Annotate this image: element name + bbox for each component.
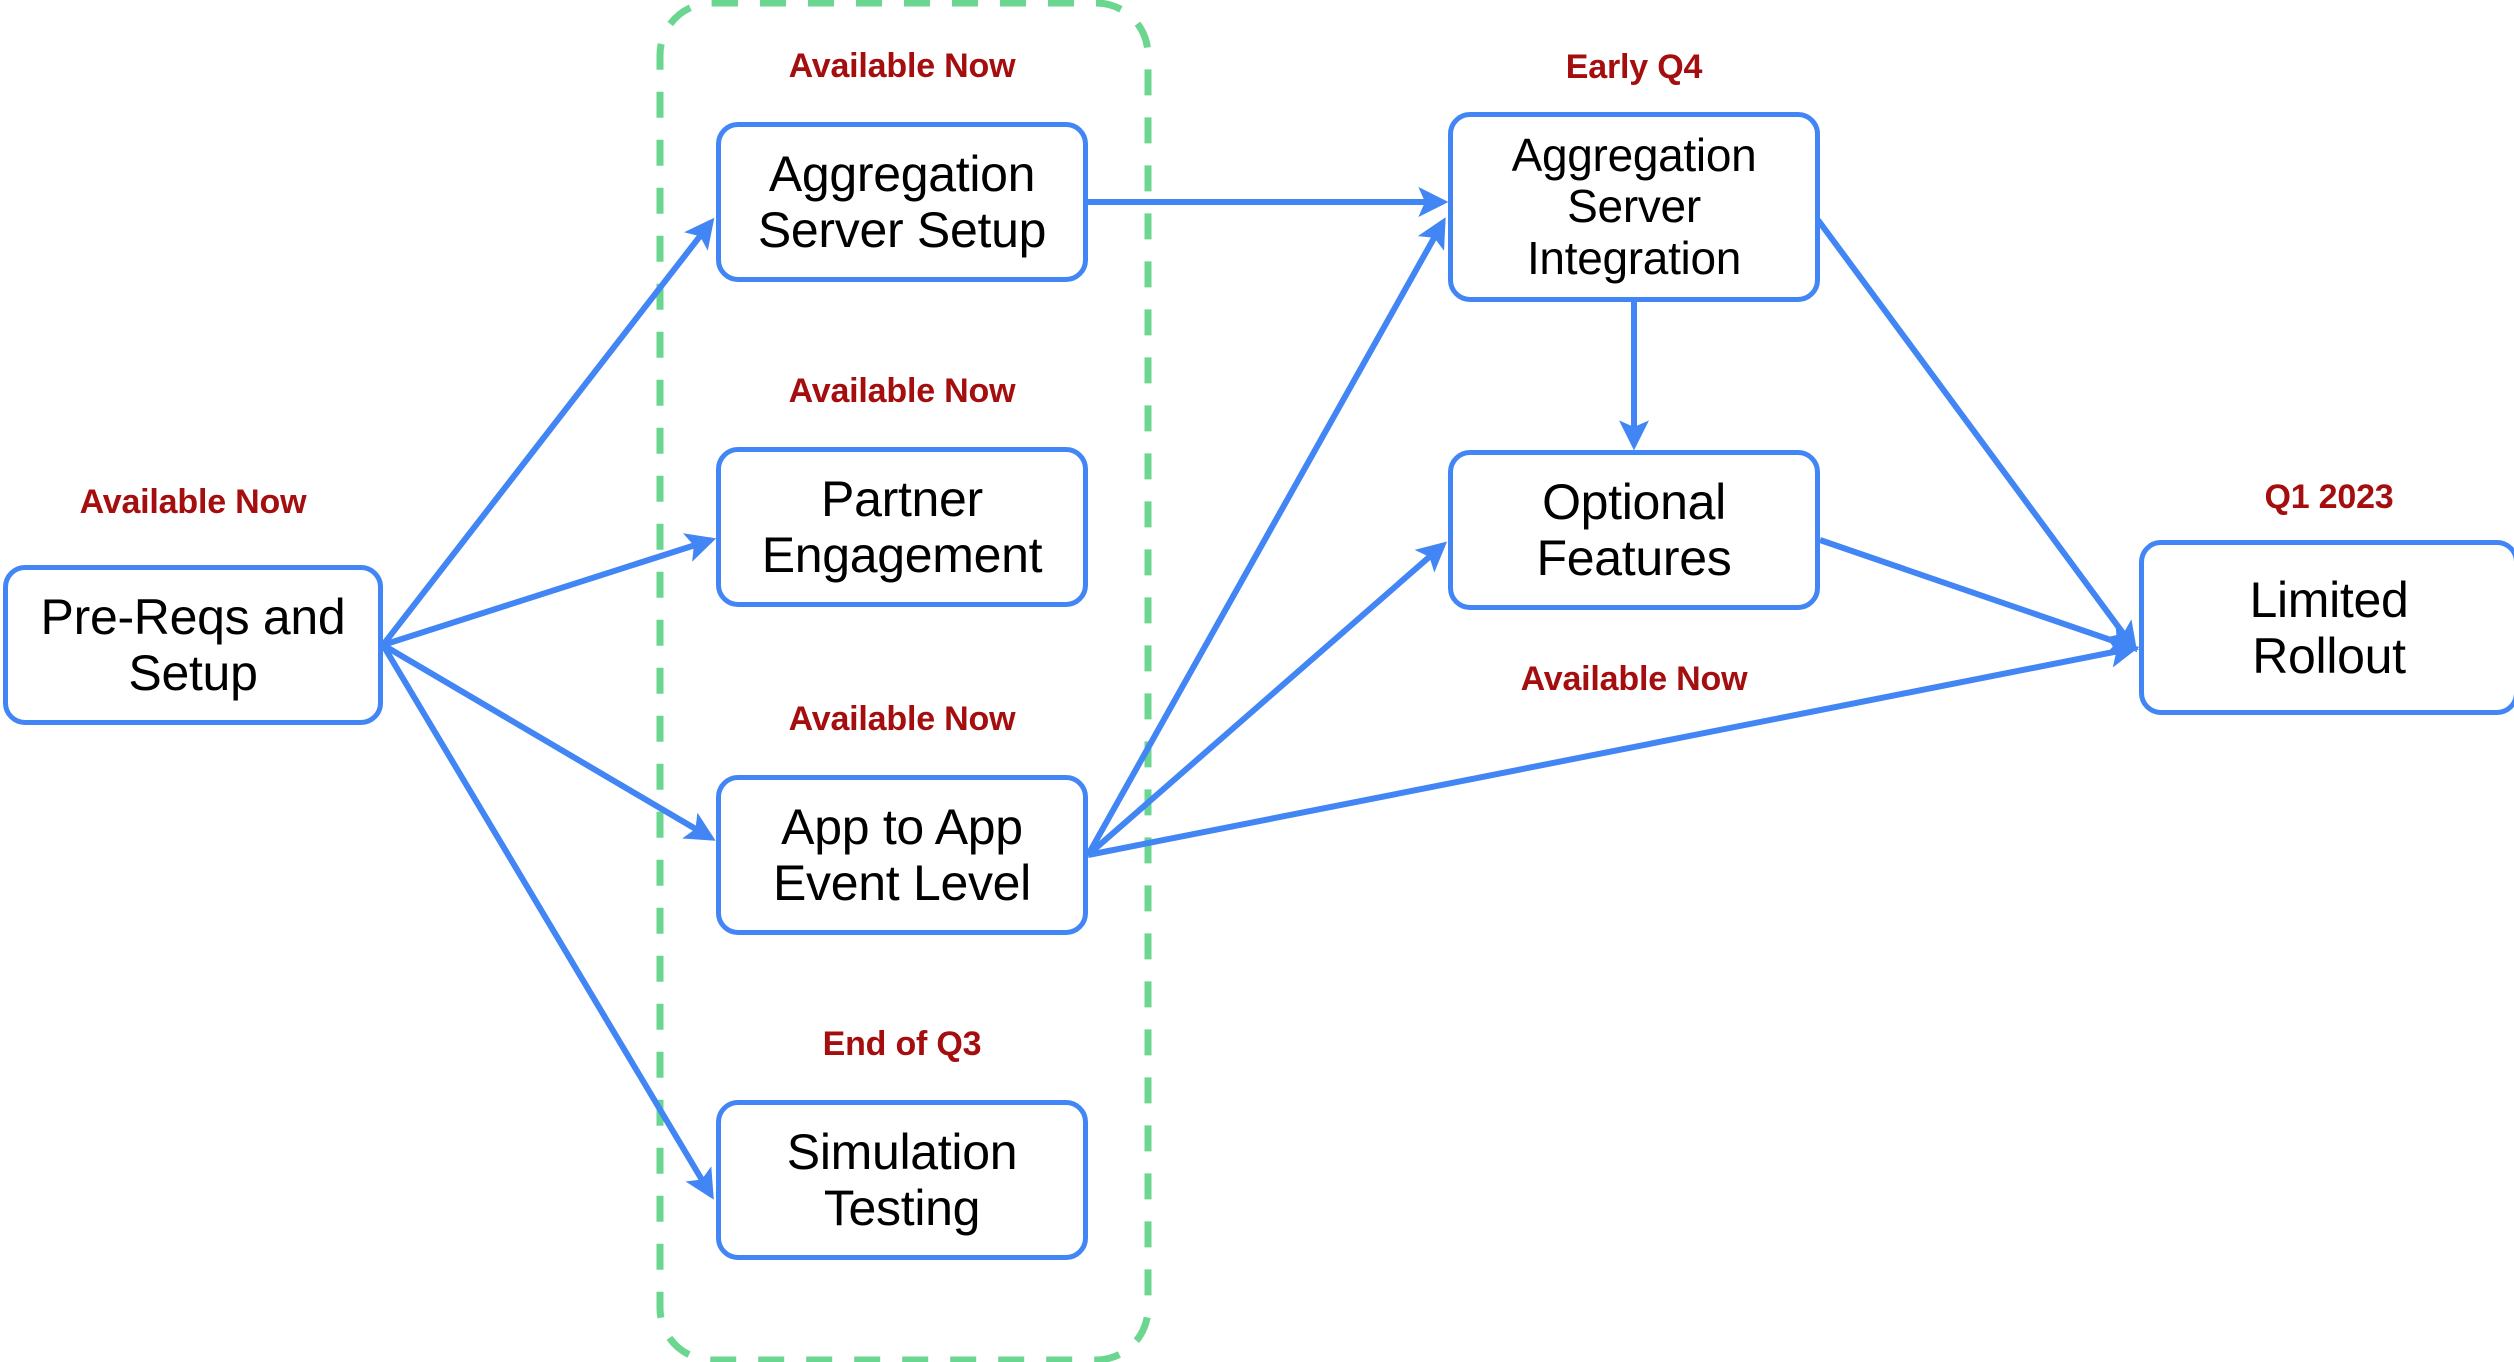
phase-label-simulation: End of Q3 [822,1025,982,1063]
edges [380,187,2140,1200]
edge-app-to-app-to-optional [1086,541,1448,858]
edge-optional-to-limited [1819,537,2140,655]
phase-label-optional: Available Now [1520,660,1748,698]
phase-label-pre-reqs: Available Now [79,483,307,521]
edge-app-to-app-to-limited [1087,638,2140,858]
phase-label-app-to-app: Available Now [788,700,1016,738]
edge-pre-reqs-to-partner [382,533,717,648]
phase-label-partner: Available Now [788,372,1016,410]
phase-label-agg-integ: Early Q4 [1565,48,1703,86]
edge-pre-reqs-to-agg-setup [380,217,715,647]
available-now-group-boundary [656,0,1152,1362]
edge-pre-reqs-to-simulation [380,643,714,1200]
phase-label-agg-setup: Available Now [788,47,1016,85]
edge-app-to-app-to-agg-integ [1085,217,1446,857]
edge-agg-integ-to-limited [1815,218,2138,653]
edge-pre-reqs-to-app-to-app [381,642,716,841]
phase-label-limited: Q1 2023 [2264,478,2394,516]
